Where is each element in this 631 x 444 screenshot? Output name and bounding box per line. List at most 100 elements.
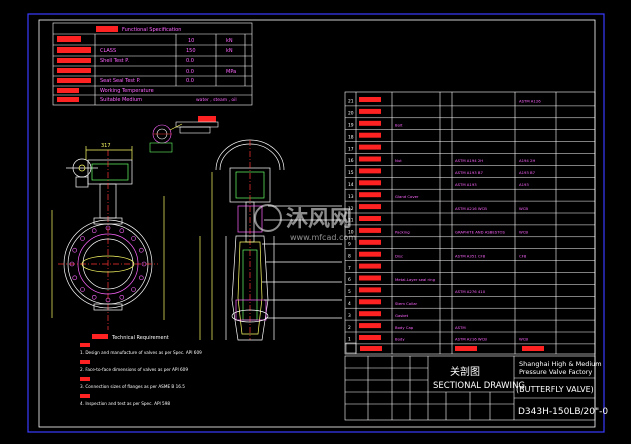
part-material: ASTM A276 410 [455,289,486,294]
bolt-hole [119,228,125,233]
watermark-logo-text: 沐风网 [286,207,352,232]
drawing-title-cn: 关剖图 [450,365,480,378]
part-name-cn-label [359,227,381,233]
spec-table [52,22,253,106]
part-name-en: Nut [395,158,402,163]
part-number: 6 [348,277,351,283]
spec-class: CLASS [100,48,116,54]
part-name-cn-label [359,168,381,174]
part-name-cn-label [359,216,381,221]
bolt-hole [131,236,136,241]
part-name-cn-label [359,108,381,114]
part-name-cn-label [359,156,381,162]
part-name-cn-label [359,311,381,317]
part-number: 8 [348,253,351,259]
part-remark: WCB [519,337,528,342]
part-remark: WCB [519,230,528,235]
part-material: ASTM A194 2H [455,158,483,163]
watermark-url: www.mfcad.com [290,233,356,242]
part-remark: CF8 [519,253,527,258]
part-name-cn-label [359,335,381,340]
bolt-hole [72,247,77,253]
part-name-en: Gland Cover [395,194,419,199]
part-name-en: Metal-Layer seal ring [395,277,436,282]
bolt-hole [91,228,97,233]
part-name-cn-label [359,132,381,138]
part-material: ASTM A193 [455,182,477,187]
requirement-3: 3. Connection sizes of flanges as per AS… [80,384,185,389]
parts-table-header-row [345,342,544,354]
watermark: 沐风网 www.mfcad.com [254,204,356,242]
product-name: (BUTTERFLY VALVE) [516,385,594,394]
part-remark: WCB [519,206,528,211]
part-name-cn-label [359,239,381,245]
part-name-cn-label [359,251,381,257]
part-remark: A193 [519,182,529,187]
bolt-hole [72,275,77,281]
part-number: 18 [348,134,354,140]
spec-table-cn-labels [57,26,118,102]
part-name-en: Body Cap [395,325,414,330]
part-name-cn-label [359,263,381,269]
part-remark: ASTM A126 [519,99,541,104]
part-name-cn-label [359,275,381,281]
part-number: 20 [348,111,354,117]
part-number: 9 [348,242,351,248]
part-number: 19 [348,123,354,129]
spec-shell-val: 0.0 [186,58,194,64]
spec-class-unit: kN [226,48,233,54]
bolt-hole [131,287,136,292]
valve-side-section-view [199,139,342,341]
requirement-2: 2. Face-to-face dimensions of valves as … [80,367,188,372]
part-material: GRAPHITE AND ASBESTOS [455,230,506,235]
part-material: ASTM A193 B7 [455,170,483,175]
part-name-cn-label [359,180,381,186]
dim-top-left: 317 [101,143,111,149]
spec-seat-test: Seat Seal Test P. [100,78,141,84]
part-number: 3 [348,313,351,319]
model-number: D343H-150LB/20"-0 [518,407,608,417]
bolt-hole [105,225,111,231]
bolt-hole [139,247,144,253]
part-name-cn-label [359,120,381,126]
part-name-cn-label [359,144,381,150]
part-name-cn-label [359,287,381,293]
part-name-en: Disc [395,253,403,258]
requirement-1: 1. Design and manufacture of valves as p… [80,350,202,355]
part-name-cn-label [359,192,381,198]
title-block-frame [344,355,596,421]
part-number: 2 [348,325,351,331]
part-remark: A194 2H [519,158,535,163]
flange-bolt-holes [69,225,147,303]
requirements-title: Technical Requirement [111,335,169,341]
part-name-en: Gasket [395,313,409,318]
spec-mpa: MPa [226,69,236,75]
part-number: 17 [348,146,354,152]
bolt-hole [141,261,147,267]
part-number: 7 [348,265,351,271]
part-name-cn-label [359,97,381,102]
part-material: ASTM A216 WCB [455,206,487,211]
spec-seat-val: 0.0 [186,78,194,84]
company-name-line1: Shanghai High & Medium [519,360,602,368]
part-name-en: Body [395,337,405,342]
bolt-hole [105,297,111,303]
part-name-en: Stem Collar [395,301,418,306]
detail-section-view [149,116,219,153]
spec-table-header: Functional Specification [122,27,181,33]
bolt-hole [80,287,85,292]
bolt-hole [139,275,144,281]
spec-medium: Suitable Medium [100,97,142,103]
drawing-title-en: SECTIONAL DRAWING [433,381,525,391]
company-name-line2: Pressure Valve Factory [519,368,592,376]
spec-class-val: 150 [186,48,196,54]
part-number: 14 [348,182,354,188]
part-number: 1 [348,337,351,343]
part-name-en: Packing [395,230,410,235]
outer-border [27,13,605,433]
spec-col-unit: 10 [188,38,194,44]
part-material: ASTM [455,325,466,330]
part-material: ASTM A351 CF8 [455,253,486,258]
